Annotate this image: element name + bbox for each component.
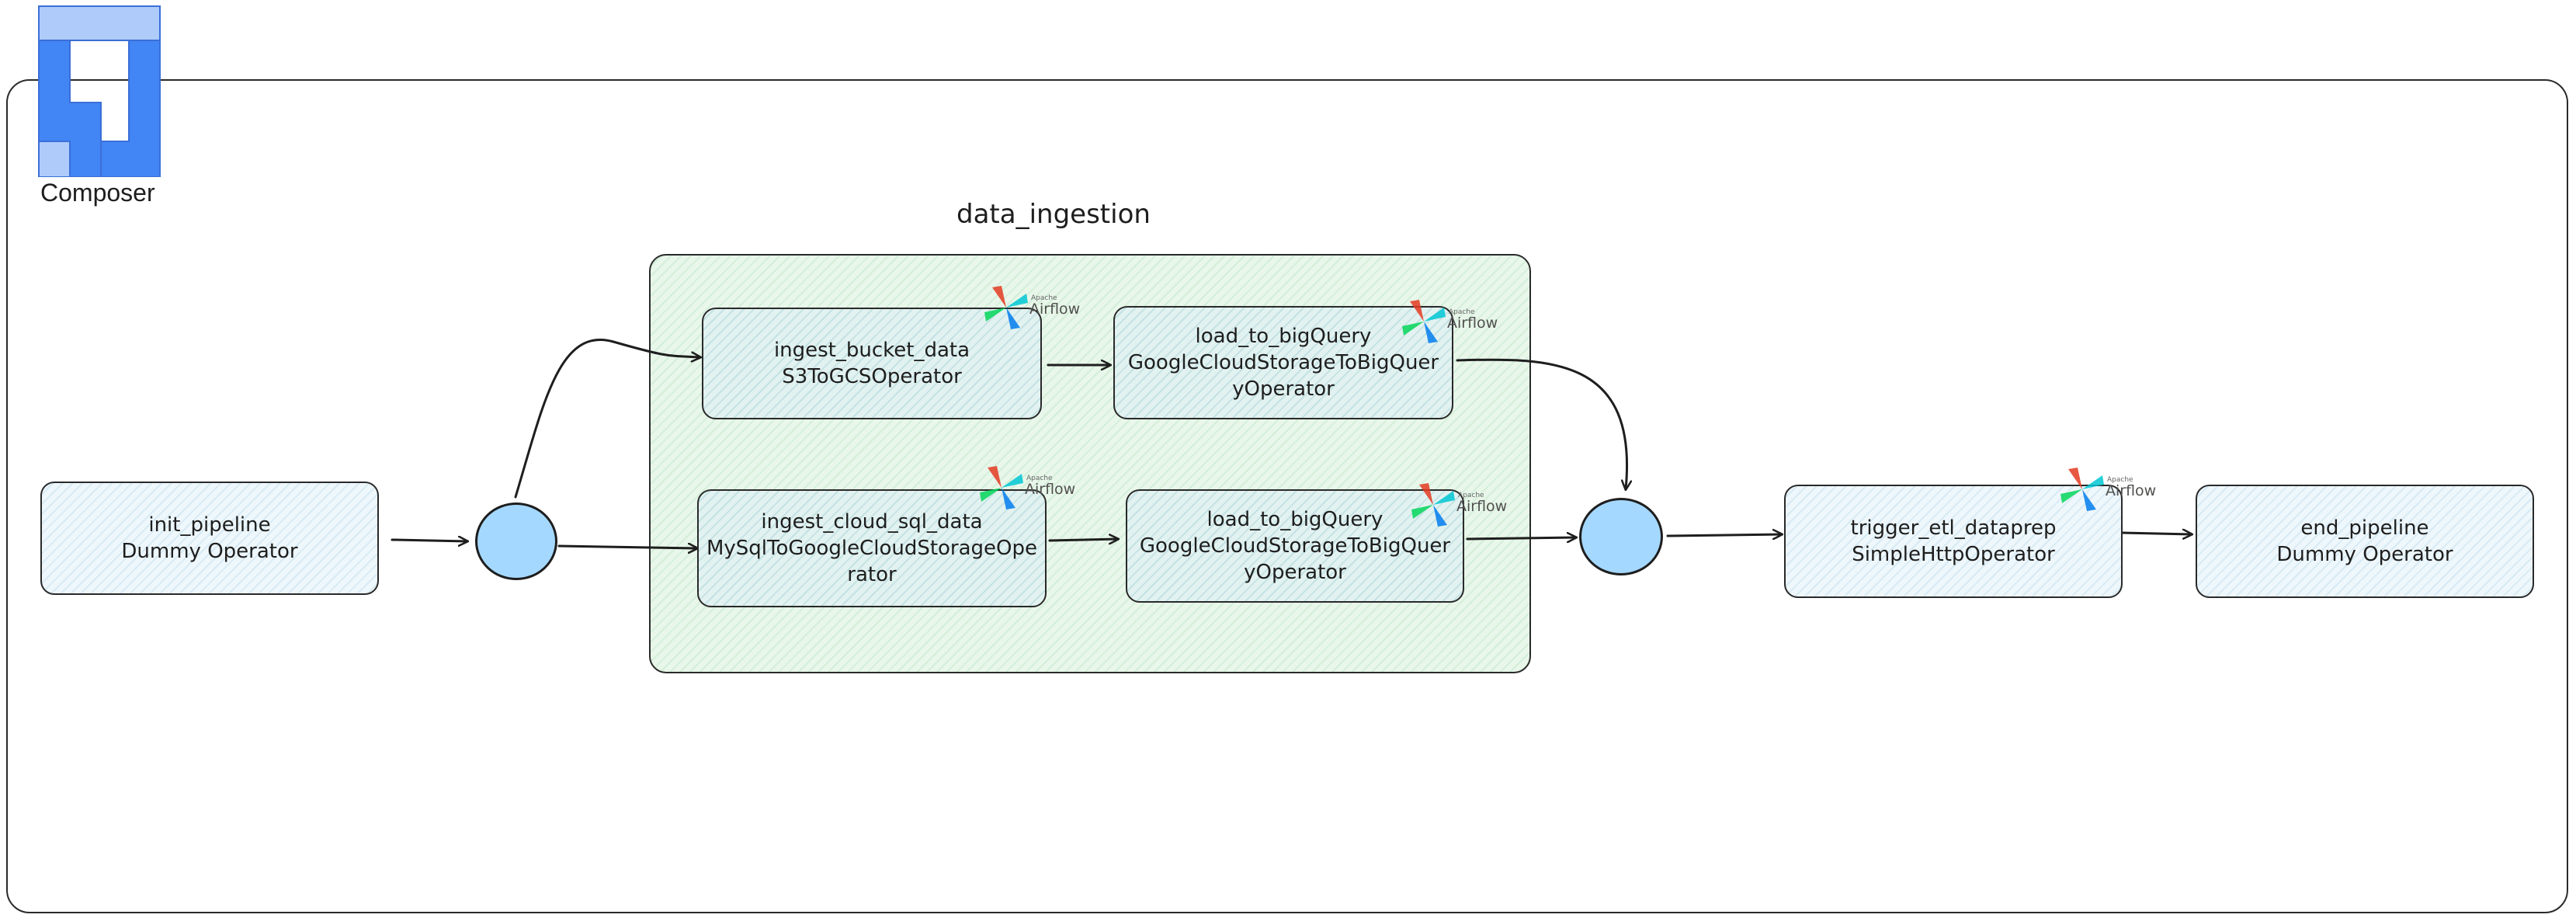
airflow-apache-text: Apache	[1026, 475, 1053, 482]
airflow-text: Airflow	[1447, 315, 1498, 332]
task-operator: SimpleHttpOperator	[1852, 543, 2055, 566]
airflow-apache-text: Apache	[1458, 492, 1484, 499]
task-node-load-to-bigquery-1[interactable]: load_to_bigQuery GoogleCloudStorageToBig…	[1113, 306, 1453, 419]
airflow-apache-text: Apache	[1031, 294, 1057, 302]
airflow-text: Airflow	[2106, 482, 2156, 499]
airflow-icon: Apache Airflow	[2060, 468, 2156, 511]
airflow-icon: Apache Airflow	[980, 466, 1075, 509]
task-operator: Dummy Operator	[121, 540, 298, 563]
task-operator-line1: GoogleCloudStorageToBigQuer	[1139, 534, 1451, 558]
composer-logo	[37, 5, 165, 178]
airflow-logo-load-bq-2: Apache Airflow	[1411, 480, 1512, 534]
task-name: trigger_etl_dataprep	[1850, 516, 2057, 540]
task-operator: Dummy Operator	[2276, 543, 2453, 566]
edge-junction-to-ingest-sql	[557, 546, 697, 548]
task-name: load_to_bigQuery	[1195, 325, 1372, 348]
task-node-init-pipeline[interactable]: init_pipeline Dummy Operator	[40, 482, 379, 595]
edge-init-to-junction	[391, 540, 467, 541]
edge-ingest-sql-to-load-bq-2	[1048, 539, 1118, 541]
task-group-label: data_ingestion	[956, 199, 1151, 230]
airflow-logo-ingest-sql: Apache Airflow	[980, 463, 1081, 517]
task-node-trigger-etl-dataprep[interactable]: trigger_etl_dataprep SimpleHttpOperator	[1784, 485, 2123, 598]
task-operator-line2: rator	[847, 563, 897, 586]
edge-junction-to-ingest-bucket	[514, 339, 700, 499]
task-node-ingest-bucket-data[interactable]: ingest_bucket_data S3ToGCSOperator	[702, 308, 1042, 419]
task-operator-line1: MySqlToGoogleCloudStorageOpe	[706, 537, 1038, 560]
airflow-logo-trigger-etl: Apache Airflow	[2060, 464, 2161, 519]
airflow-icon: Apache Airflow	[1411, 483, 1507, 527]
airflow-text: Airflow	[1029, 301, 1080, 318]
airflow-logo-load-bq-1: Apache Airflow	[1402, 297, 1503, 351]
airflow-apache-text: Apache	[1449, 308, 1475, 316]
task-operator-line1: GoogleCloudStorageToBigQuer	[1127, 351, 1439, 374]
airflow-icon: Apache Airflow	[984, 286, 1080, 329]
airflow-logo-ingest-bucket: Apache Airflow	[984, 283, 1085, 337]
airflow-apache-text: Apache	[2107, 476, 2133, 484]
task-node-ingest-cloud-sql-data[interactable]: ingest_cloud_sql_data MySqlToGoogleCloud…	[697, 489, 1047, 607]
task-node-end-pipeline[interactable]: end_pipeline Dummy Operator	[2196, 485, 2534, 598]
edge-load-bq-1-to-junction	[1456, 358, 1627, 489]
task-name: ingest_cloud_sql_data	[761, 510, 983, 534]
task-node-load-to-bigquery-2[interactable]: load_to_bigQuery GoogleCloudStorageToBig…	[1126, 489, 1464, 603]
task-operator-line2: yOperator	[1244, 561, 1346, 584]
task-name: init_pipeline	[148, 513, 271, 537]
task-name: load_to_bigQuery	[1206, 508, 1383, 531]
composer-environment-frame	[6, 79, 2568, 913]
edge-junction-to-trigger-etl	[1666, 534, 1782, 536]
edge-load-bq-2-to-junction	[1466, 537, 1576, 539]
junction-fork[interactable]	[475, 502, 557, 580]
composer-icon	[38, 5, 161, 178]
task-name: end_pipeline	[2300, 516, 2429, 540]
junction-join[interactable]	[1579, 498, 1663, 575]
task-operator-line2: yOperator	[1232, 377, 1335, 401]
task-operator: S3ToGCSOperator	[782, 365, 962, 388]
airflow-text: Airflow	[1025, 481, 1075, 498]
task-name: ingest_bucket_data	[773, 339, 970, 362]
airflow-text: Airflow	[1456, 498, 1507, 515]
edge-trigger-etl-to-end	[2120, 533, 2192, 534]
airflow-icon: Apache Airflow	[1402, 300, 1498, 343]
composer-label: Composer	[40, 179, 155, 207]
